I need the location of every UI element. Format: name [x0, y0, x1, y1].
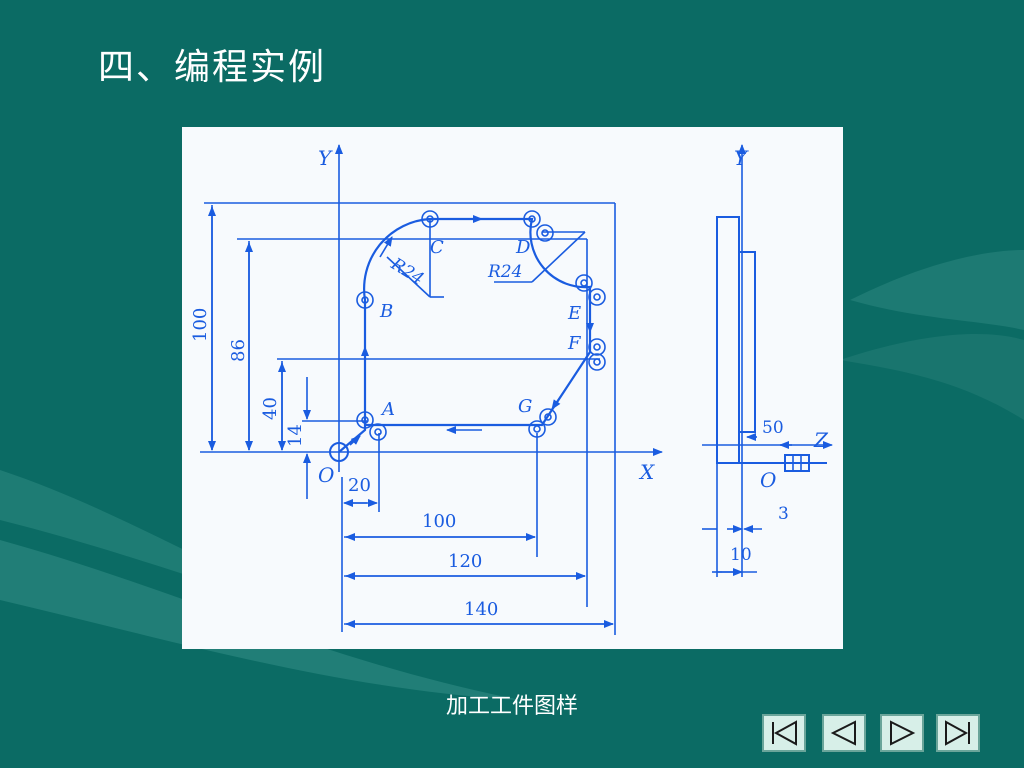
dim-14: 14: [285, 424, 306, 447]
label-point-d: D: [515, 237, 531, 258]
workpiece-drawing: Y X O Y Z O A B C D E F G R24 R24 100 86…: [182, 127, 843, 649]
previous-slide-button[interactable]: [822, 714, 866, 752]
label-origin-main: O: [318, 463, 334, 487]
dim-140: 140: [464, 599, 498, 620]
dim-50: 50: [762, 418, 784, 438]
previous-slide-nav: [822, 714, 866, 752]
dim-10: 10: [730, 545, 752, 565]
drawing-canvas: Y X O Y Z O A B C D E F G R24 R24 100 86…: [190, 144, 833, 635]
dim-86: 86: [228, 339, 249, 362]
slide-title: 四、编程实例: [98, 47, 327, 88]
dim-3: 3: [778, 504, 789, 524]
dim-120: 120: [448, 551, 482, 572]
label-point-c: C: [430, 237, 444, 258]
label-origin-side: O: [760, 468, 776, 492]
figure-caption: 加工工件图样: [445, 694, 578, 719]
dim-20: 20: [348, 475, 371, 496]
first-icon: [772, 720, 797, 746]
last-slide-button[interactable]: [936, 714, 980, 752]
label-y-main: Y: [318, 146, 333, 170]
last-slide-nav: [936, 714, 980, 752]
next-slide-nav: [880, 714, 924, 752]
next-slide-button[interactable]: [880, 714, 924, 752]
label-point-g: G: [518, 396, 532, 417]
label-point-a: A: [380, 399, 395, 420]
dim-100-horizontal: 100: [422, 511, 456, 532]
label-radius-left: R24: [387, 254, 428, 290]
label-y-side: Y: [734, 146, 749, 170]
dim-40: 40: [260, 397, 281, 420]
first-slide-nav: [762, 714, 806, 752]
next-icon: [890, 720, 916, 746]
label-z-side: Z: [813, 428, 829, 452]
label-point-b: B: [379, 301, 393, 322]
label-radius-right: R24: [487, 262, 522, 282]
first-slide-button[interactable]: [762, 714, 806, 752]
tool-path: [338, 217, 592, 453]
label-point-f: F: [567, 333, 582, 354]
previous-icon: [830, 720, 856, 746]
label-point-e: E: [567, 303, 581, 324]
last-icon: [945, 720, 970, 746]
dim-100-vertical: 100: [190, 308, 211, 342]
label-x-main: X: [638, 460, 655, 484]
